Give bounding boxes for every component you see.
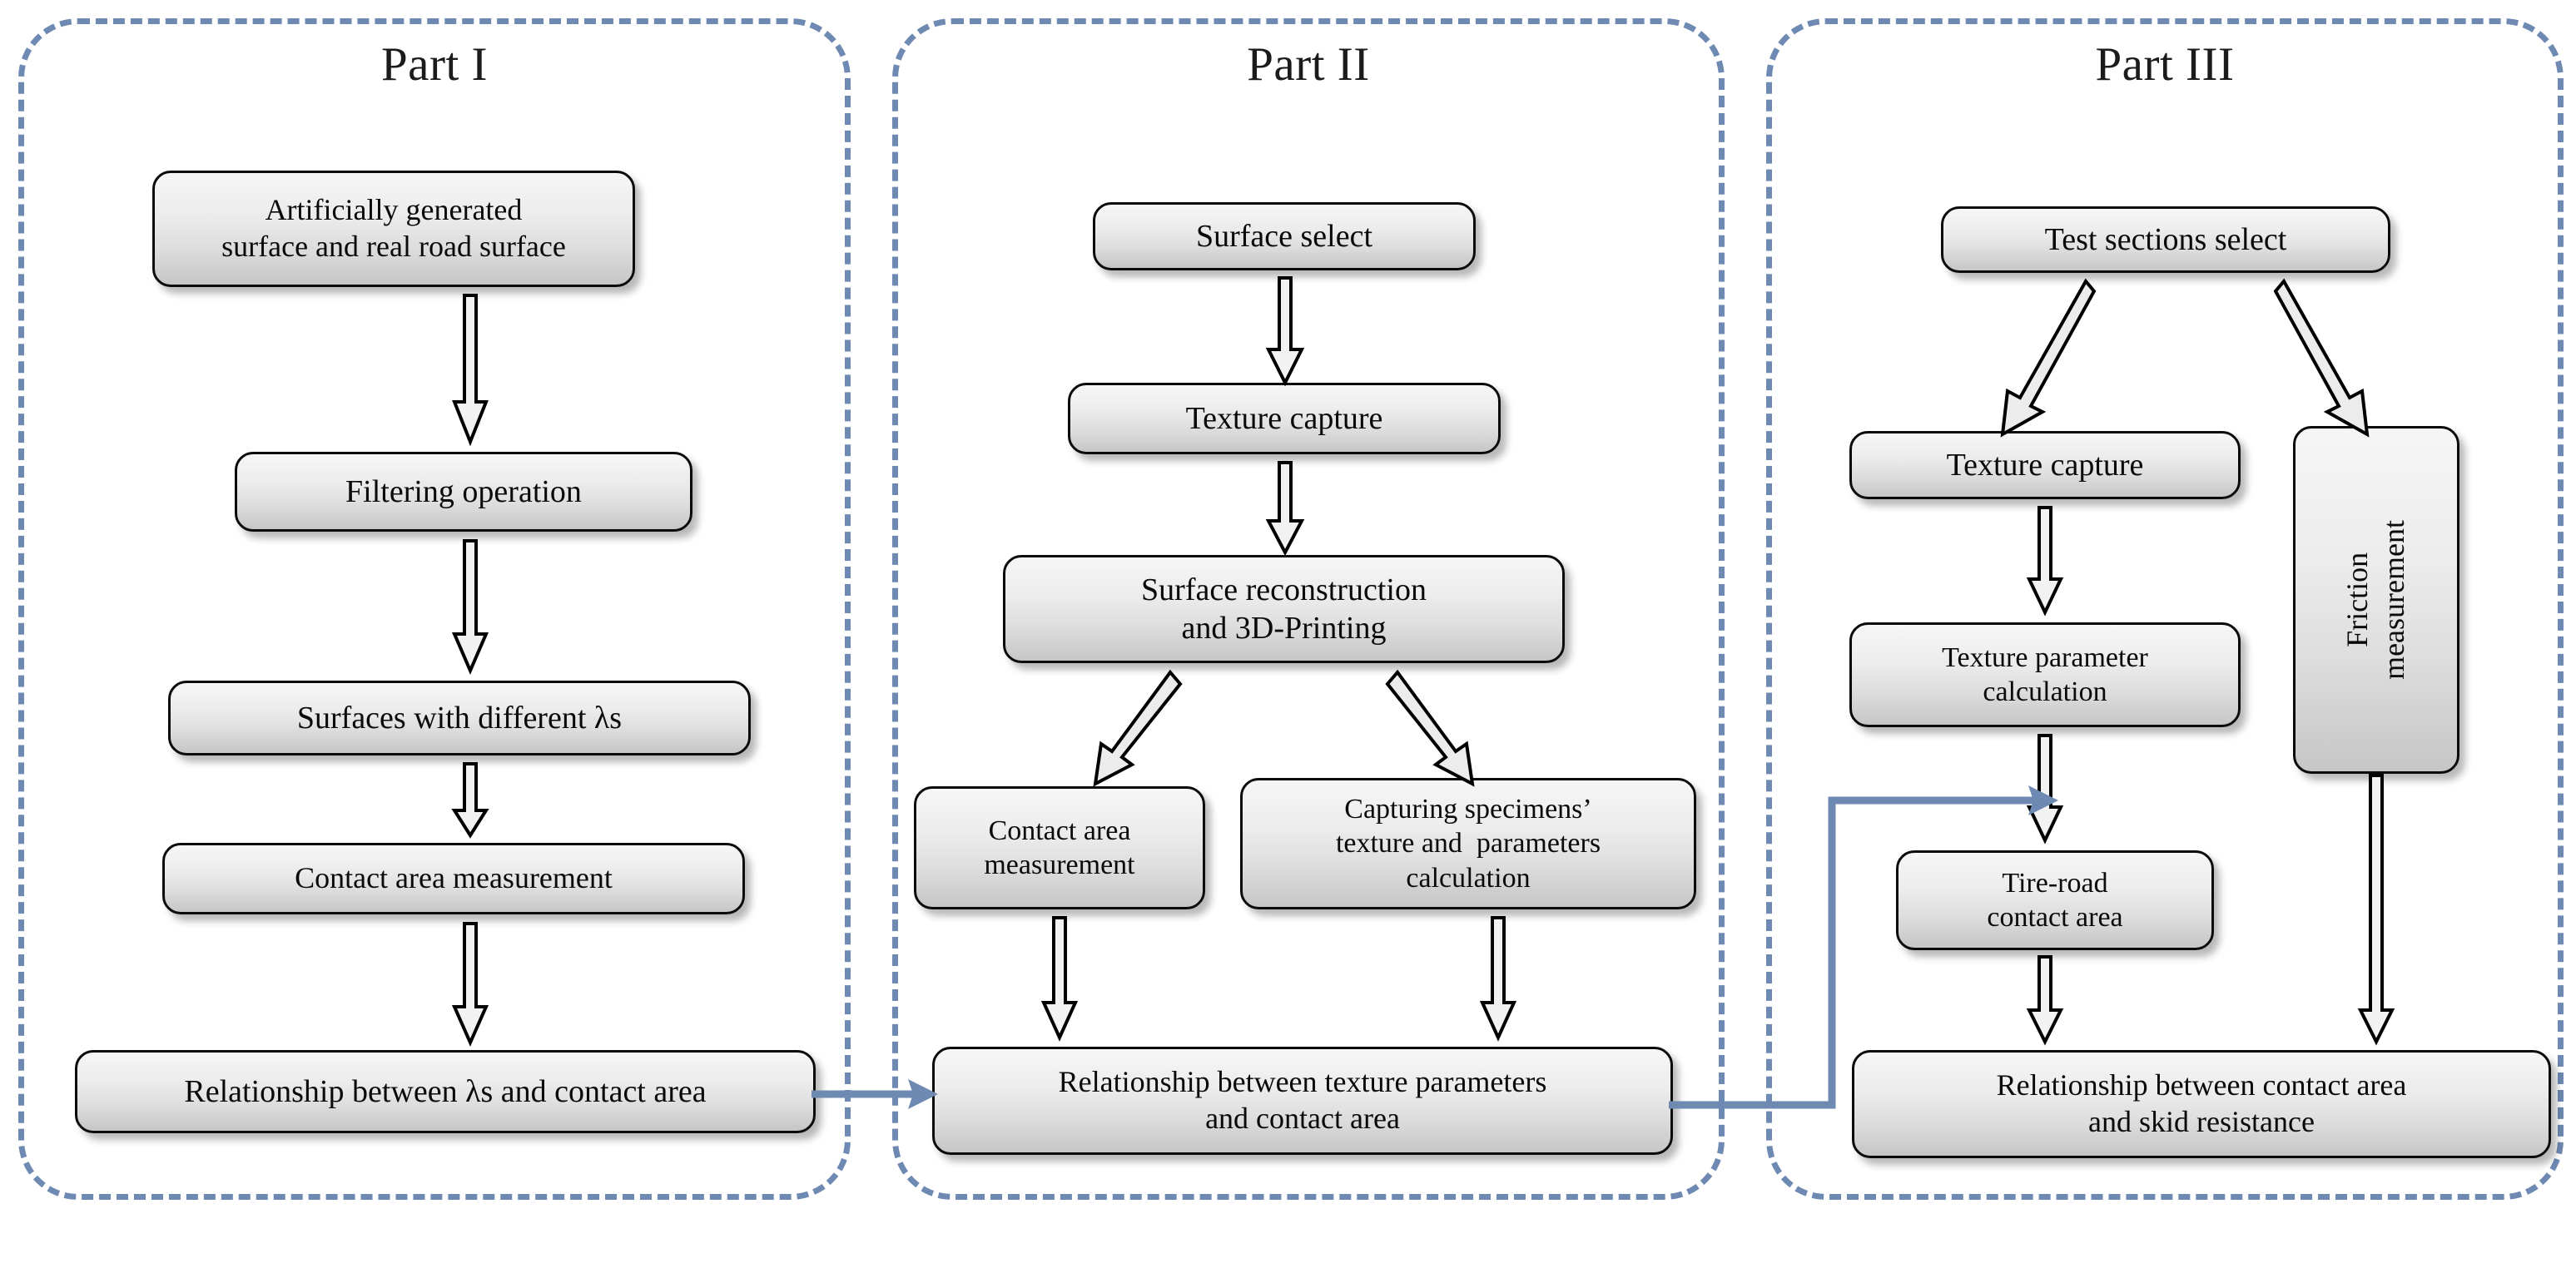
arrow-down-p2-4	[1479, 916, 1517, 1042]
arrow-down-p2-2	[1265, 461, 1305, 557]
node-label: Surfaces with different λs	[296, 700, 623, 736]
node-relationship-lambda-contact[interactable]: Relationship between λs and contact area	[75, 1050, 816, 1133]
node-label: Filtering operation	[345, 473, 582, 509]
node-test-sections-select[interactable]: Test sections select	[1941, 206, 2390, 273]
arrow-down-p3-3	[2026, 955, 2064, 1046]
node-label: Surface select	[1195, 218, 1373, 254]
node-label: Relationship between λs and contact area	[184, 1073, 707, 1109]
part-title-2: Part II	[1247, 38, 1370, 91]
arrow-down-p1-2	[451, 539, 489, 676]
connector-part1-to-part2	[812, 1069, 945, 1119]
arrow-diag-right-p3	[2272, 278, 2372, 438]
node-surface-select[interactable]: Surface select	[1093, 202, 1476, 270]
arrow-down-p1-1	[452, 294, 489, 447]
connector-part2-to-part3	[1669, 774, 2085, 1115]
part-title-3: Part III	[2095, 38, 2235, 91]
arrow-down-p2-3	[1040, 916, 1079, 1042]
node-label: Test sections select	[2044, 221, 2287, 257]
node-label: Texture capture	[1946, 447, 2144, 483]
arrow-down-p3-1	[2026, 506, 2064, 617]
arrow-down-p1-4	[451, 922, 489, 1047]
arrow-diag-left-p3	[1998, 278, 2097, 438]
arrow-down-friction-to-relationship	[2357, 774, 2395, 1046]
node-surfaces-lambda[interactable]: Surfaces with different λs	[168, 681, 751, 755]
arrow-down-p1-3	[451, 762, 489, 839]
node-label: Contact area measurement	[295, 861, 613, 895]
part-container-1	[18, 18, 851, 1200]
part-container-2	[892, 18, 1725, 1200]
arrow-diag-left-p2	[1090, 669, 1183, 787]
node-label: Texture capture	[1185, 400, 1383, 436]
node-filtering-operation[interactable]: Filtering operation	[235, 452, 692, 532]
arrow-diag-right-p2	[1385, 669, 1477, 787]
node-capturing-specimens[interactable]: Capturing specimens’texture and paramete…	[1240, 778, 1696, 909]
node-texture-capture-p3[interactable]: Texture capture	[1849, 431, 2241, 499]
part-title-1: Part I	[380, 38, 489, 91]
node-label: Capturing specimens’texture and paramete…	[1335, 793, 1601, 894]
arrow-down-p2-1	[1265, 276, 1305, 387]
part-container-3	[1766, 18, 2564, 1200]
node-texture-capture-p2[interactable]: Texture capture	[1068, 383, 1501, 454]
node-contact-area-measurement-p1[interactable]: Contact area measurement	[162, 843, 745, 914]
